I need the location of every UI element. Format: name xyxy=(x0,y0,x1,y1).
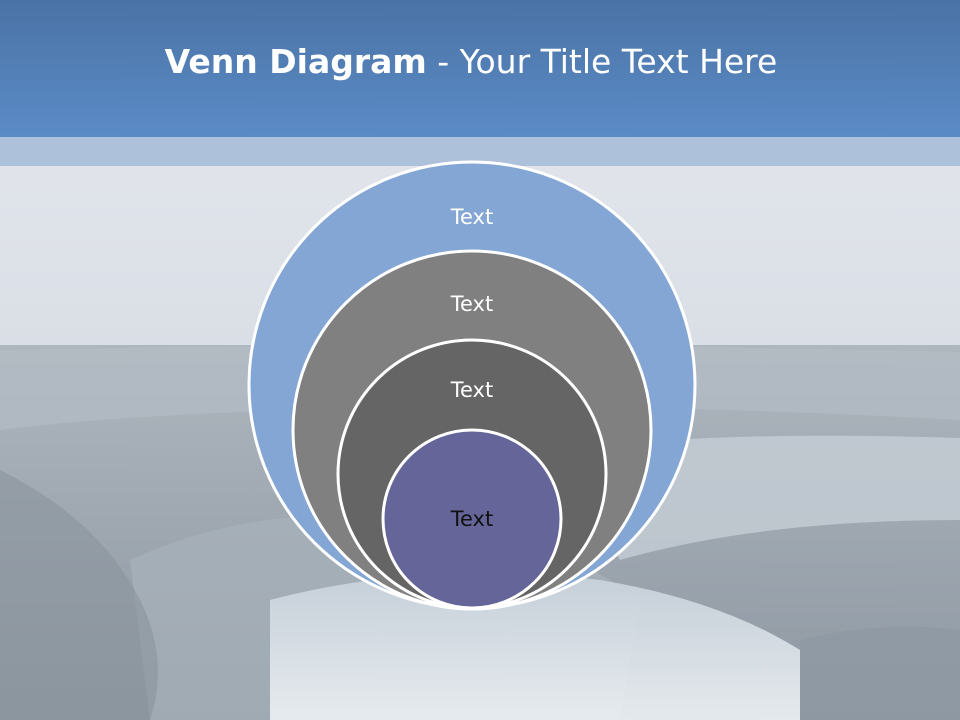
venn-label-outer[interactable]: Text xyxy=(450,205,494,229)
venn-label-second[interactable]: Text xyxy=(450,292,494,316)
venn-circle-inner[interactable] xyxy=(381,428,563,610)
slide-title[interactable]: Venn Diagram - Your Title Text Here xyxy=(0,38,942,86)
title-bar xyxy=(0,0,960,137)
venn-label-inner[interactable]: Text xyxy=(450,507,494,531)
slide-title-rest: - Your Title Text Here xyxy=(426,42,778,81)
slide-title-bold: Venn Diagram xyxy=(164,42,427,81)
venn-label-third[interactable]: Text xyxy=(450,378,494,402)
